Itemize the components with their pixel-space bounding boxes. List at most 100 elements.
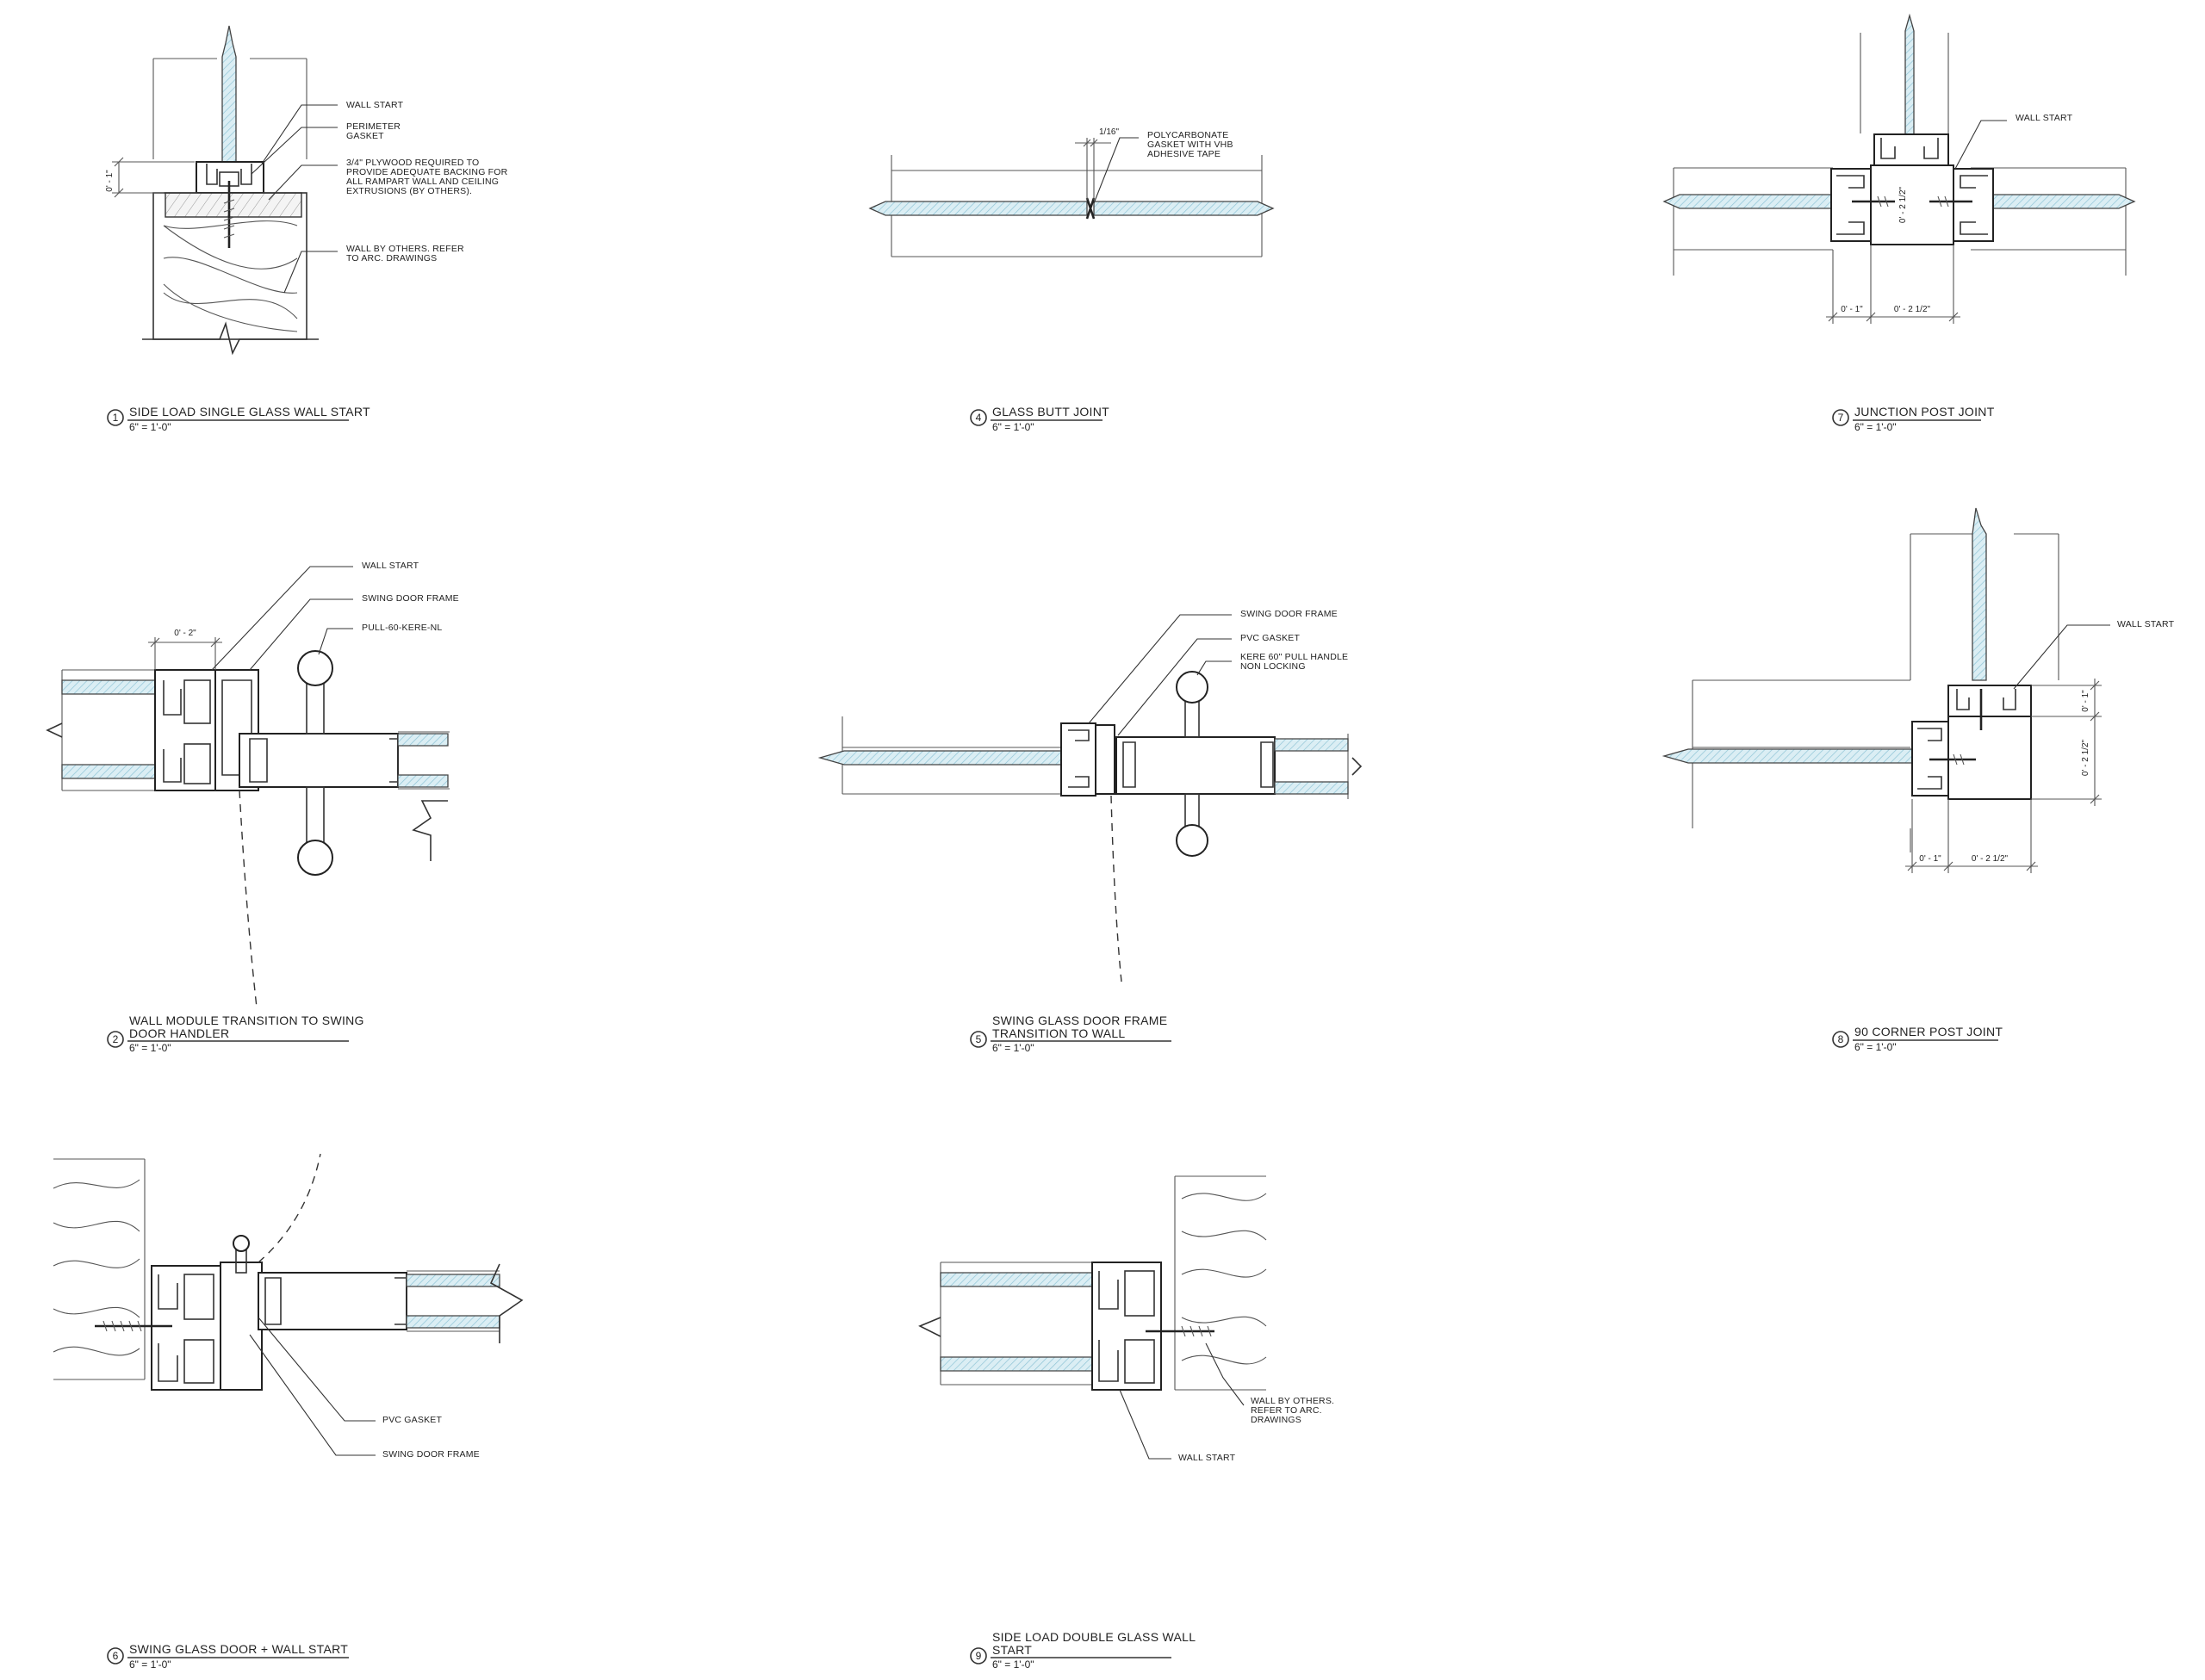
text-line: KERE 60" PULL HANDLE: [1240, 652, 1348, 662]
text-line: GLASS BUTT JOINT: [992, 405, 1109, 418]
text-line: PROVIDE ADEQUATE BACKING FOR: [346, 167, 508, 177]
text-line: SWING DOOR FRAME: [362, 593, 459, 604]
detail-6-labels: PVC GASKET SWING DOOR FRAME: [382, 1415, 480, 1460]
callout-swing-door-frame: SWING DOOR FRAME: [382, 1449, 480, 1460]
text-line: TO ARC. DRAWINGS: [346, 253, 437, 263]
text-line: 3/4" PLYWOOD REQUIRED TO: [346, 158, 479, 168]
dim-label: 0' - 2 1/2": [1898, 186, 1908, 223]
dim-label: 0' - 2 1/2": [2081, 739, 2090, 776]
dim-label: 1/16": [1099, 127, 1119, 137]
detail-6-number: 6: [113, 1650, 119, 1662]
callout-wall-start: WALL START: [362, 561, 419, 571]
detail-5-labels: SWING DOOR FRAME PVC GASKET KERE 60" PUL…: [1240, 609, 1348, 672]
text-line: PVC GASKET: [382, 1415, 442, 1425]
detail-1-number: 1: [113, 412, 119, 424]
detail-9-number: 9: [976, 1650, 982, 1662]
text-line: TRANSITION TO WALL: [992, 1026, 1126, 1040]
text-line: SIDE LOAD SINGLE GLASS WALL START: [129, 405, 370, 418]
detail-8-title-block: 8 90 CORNER POST JOINT 6" = 1'-0": [1832, 1025, 2003, 1053]
text-line: WALL START: [362, 561, 419, 571]
callout-wall-start: WALL START: [1178, 1453, 1236, 1463]
detail-8-number: 8: [1838, 1033, 1844, 1045]
text-line: WALL MODULE TRANSITION TO SWING: [129, 1014, 364, 1027]
detail-9-labels: WALL BY OTHERS.REFER TO ARC.DRAWINGS WAL…: [1178, 1396, 1334, 1463]
text-line: JUNCTION POST JOINT: [1854, 405, 1995, 418]
detail-1-drawing: [112, 25, 338, 356]
detail-6-title: SWING GLASS DOOR + WALL START: [129, 1642, 348, 1656]
detail-7-number: 7: [1838, 412, 1844, 424]
detail-8-scale: 6" = 1'-0": [1854, 1041, 1897, 1053]
text-line: PULL-60-KERE-NL: [362, 623, 442, 633]
detail-4-scale: 6" = 1'-0": [992, 421, 1034, 433]
detail-2-drawing: [46, 566, 450, 1008]
text-line: SWING DOOR FRAME: [382, 1449, 480, 1460]
callout-pull-handle: PULL-60-KERE-NL: [362, 623, 442, 633]
text-line: WALL START: [1178, 1453, 1236, 1463]
dim-label: 0' - 1": [2081, 690, 2090, 712]
detail-4-drawing: [868, 137, 1275, 257]
detail-7-scale: 6" = 1'-0": [1854, 421, 1897, 433]
text-line: POLYCARBONATE: [1147, 130, 1228, 140]
detail-4-title: GLASS BUTT JOINT: [992, 405, 1109, 418]
detail-7-drawing: [1662, 13, 2136, 324]
detail-2-labels: 0' - 2" WALL START SWING DOOR FRAME PULL…: [174, 561, 459, 638]
detail-5-scale: 6" = 1'-0": [992, 1042, 1034, 1054]
text-line: GASKET: [346, 131, 384, 141]
detail-5-drawing: [817, 614, 1363, 983]
callout-wall-by-others: WALL BY OTHERS.REFER TO ARC.DRAWINGS: [1251, 1396, 1334, 1425]
detail-9-scale: 6" = 1'-0": [992, 1658, 1034, 1671]
text-line: GASKET WITH VHB: [1147, 139, 1233, 150]
text-line: WALL BY OTHERS. REFER: [346, 244, 464, 254]
detail-6-title-block: 6 SWING GLASS DOOR + WALL START 6" = 1'-…: [107, 1642, 349, 1671]
callout-wall-start: WALL START: [2117, 619, 2175, 629]
text-line: SWING DOOR FRAME: [1240, 609, 1338, 619]
detail-1-title: SIDE LOAD SINGLE GLASS WALL START: [129, 405, 370, 418]
detail-4-title-block: 4 GLASS BUTT JOINT 6" = 1'-0": [970, 405, 1109, 433]
detail-6-drawing: [53, 1153, 524, 1456]
text-line: SWING GLASS DOOR + WALL START: [129, 1642, 348, 1656]
callout-swing-door-frame: SWING DOOR FRAME: [1240, 609, 1338, 619]
detail-4-number: 4: [976, 412, 982, 424]
detail-8-drawing: [1662, 507, 2110, 873]
detail-8-title: 90 CORNER POST JOINT: [1854, 1025, 2003, 1038]
dim-label: 0' - 1": [1919, 854, 1941, 864]
text-line: 90 CORNER POST JOINT: [1854, 1025, 2003, 1038]
text-line: EXTRUSIONS (BY OTHERS).: [346, 186, 472, 196]
detail-6-scale: 6" = 1'-0": [129, 1658, 171, 1671]
text-line: WALL START: [2016, 113, 2073, 123]
callout-pvc-gasket: PVC GASKET: [1240, 633, 1300, 643]
text-line: START: [992, 1643, 1032, 1657]
dim-label: 0' - 2 1/2": [1894, 305, 1931, 314]
text-line: PERIMETER: [346, 121, 401, 132]
text-line: WALL START: [346, 100, 404, 110]
dim-label: 0' - 1": [1841, 305, 1863, 314]
detail-7-title-block: 7 JUNCTION POST JOINT 6" = 1'-0": [1832, 405, 1995, 433]
detail-7-labels: 0' - 2 1/2" 0' - 1" 0' - 2 1/2" WALL STA…: [1841, 113, 2072, 314]
detail-1-title-block: 1 SIDE LOAD SINGLE GLASS WALL START 6" =…: [107, 405, 370, 433]
dim-label: 0' - 1": [105, 170, 115, 192]
text-line: ADHESIVE TAPE: [1147, 149, 1221, 159]
detail-7-title: JUNCTION POST JOINT: [1854, 405, 1995, 418]
detail-2-scale: 6" = 1'-0": [129, 1042, 171, 1054]
text-line: DRAWINGS: [1251, 1415, 1301, 1425]
text-line: DOOR HANDLER: [129, 1026, 229, 1040]
detail-8-labels: 0' - 1" 0' - 2 1/2" 0' - 1" 0' - 2 1/2" …: [1919, 619, 2174, 864]
detail-5-number: 5: [976, 1033, 982, 1045]
dim-label: 0' - 2 1/2": [1972, 854, 2009, 864]
callout-swing-door-frame: SWING DOOR FRAME: [362, 593, 459, 604]
dim-label: 0' - 2": [174, 629, 196, 638]
